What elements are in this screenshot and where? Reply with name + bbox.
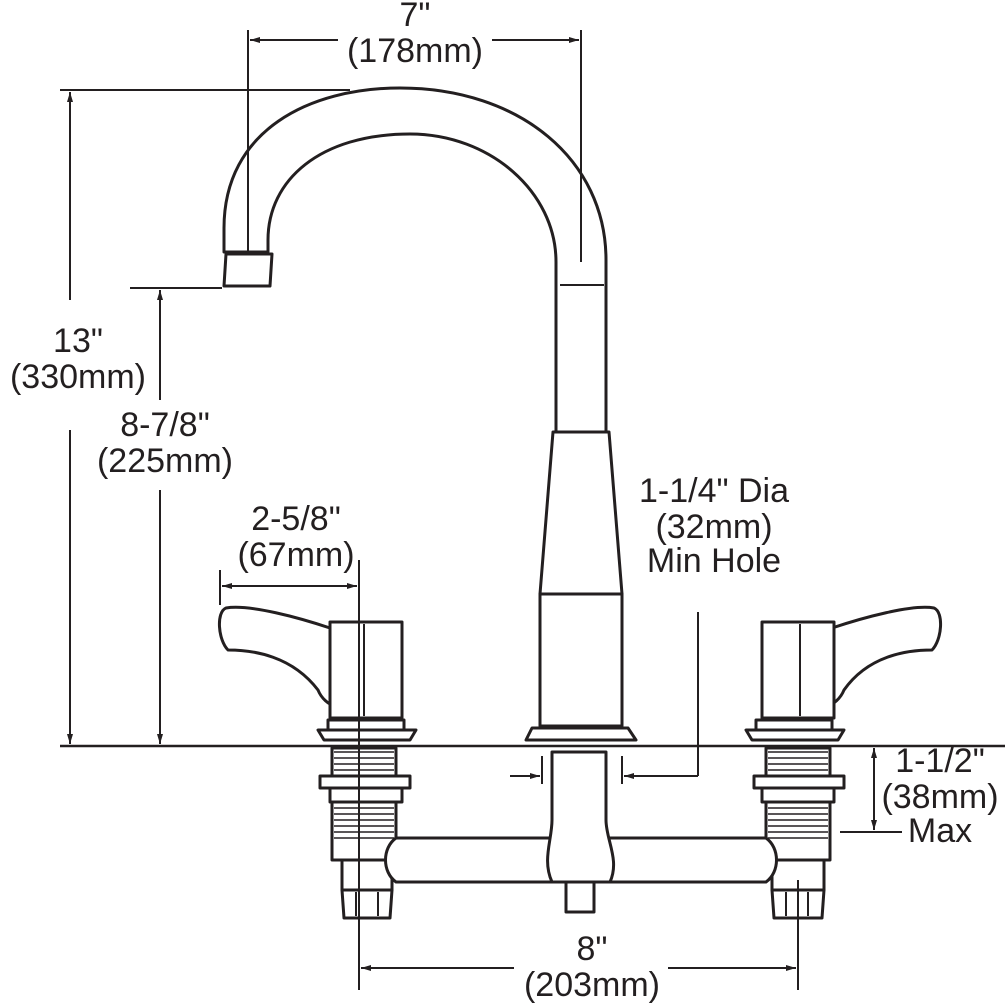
spout-height-imperial: 8-7/8" (120, 406, 210, 444)
spout-reach-imperial: 7" (400, 0, 431, 34)
dimension-spout-height (130, 287, 222, 744)
dimension-deck-thickness (840, 748, 902, 833)
overall-height-metric: (330mm) (10, 358, 146, 396)
dimension-hole-diameter (510, 612, 699, 784)
handle-height-imperial: 2-5/8" (251, 500, 341, 538)
spout-base-column (538, 592, 624, 728)
aerator (222, 252, 274, 288)
left-handle (218, 605, 418, 742)
left-handle-body (328, 620, 404, 720)
left-inlet-nut (340, 888, 394, 920)
center-spread-imperial: 8" (577, 930, 608, 968)
dimension-center-spread (361, 880, 799, 990)
deck-thickness-metric: (38mm) (881, 778, 998, 816)
hole-diameter-line2: (32mm) (655, 508, 772, 546)
dimension-handle-height (219, 560, 360, 990)
spout (222, 86, 638, 742)
center-spread-metric: (203mm) (524, 966, 660, 1004)
spout-height-metric: (225mm) (97, 442, 233, 480)
hole-diameter-line3: Min Hole (647, 542, 781, 580)
spout-shank (546, 750, 616, 884)
dimension-overall-height (60, 89, 350, 744)
dimension-spout-reach (247, 30, 582, 262)
spout-escutcheon (524, 726, 638, 742)
right-valve-shank (752, 746, 846, 920)
crossover-manifold (384, 750, 778, 914)
spout-body (538, 430, 624, 596)
right-handle-body (760, 620, 836, 720)
handle-height-metric: (67mm) (237, 536, 354, 574)
spout-reach-metric: (178mm) (347, 32, 483, 70)
hole-diameter-line1: 1-1/4" Dia (639, 472, 789, 510)
overall-height-imperial: 13" (53, 322, 103, 360)
left-valve-shank (318, 746, 412, 920)
deck-thickness-imperial: 1-1/2" (895, 742, 985, 780)
deck-thickness-note: Max (908, 812, 972, 850)
right-handle (744, 605, 942, 742)
spout-outlet-nut (564, 880, 596, 914)
